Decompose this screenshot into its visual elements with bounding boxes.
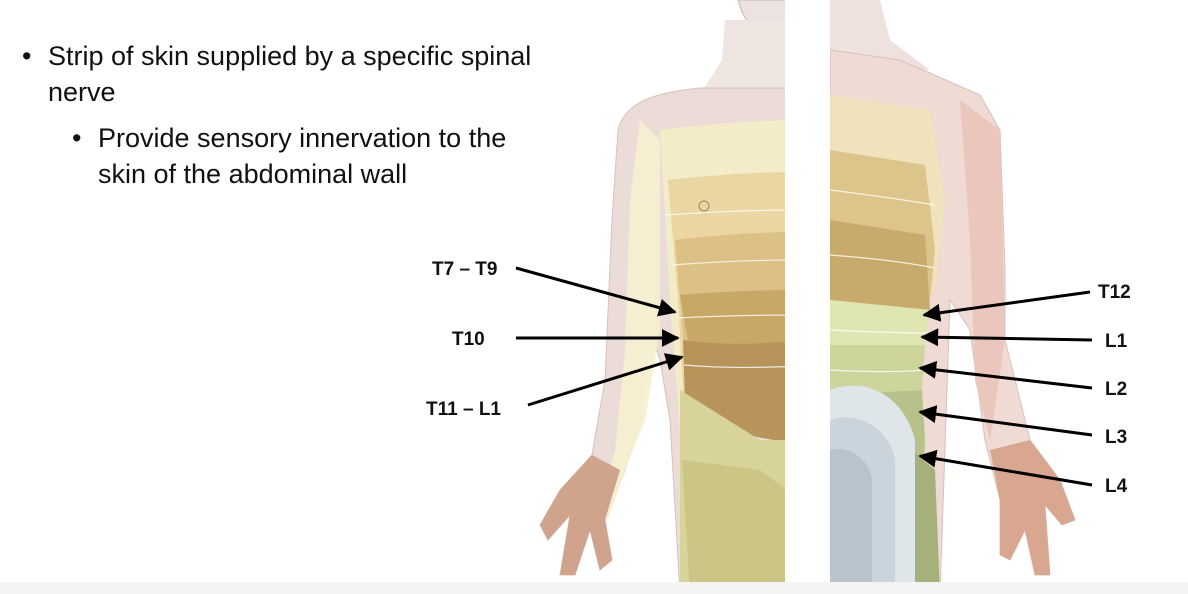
- dermatome-l2-band: [830, 345, 925, 395]
- bullet-text: Strip of skin supplied by a specific spi…: [48, 41, 532, 107]
- sub-bullet-item: • Provide sensory innervation to the ski…: [72, 120, 542, 192]
- leg-inner-band: [830, 449, 872, 594]
- label-l1: L1: [1105, 331, 1128, 352]
- arm-rear-band: [960, 100, 1005, 440]
- label-t7-t9: T7 – T9: [432, 259, 497, 280]
- arrow-t7-t9: [515, 266, 677, 317]
- bullet-list: • Strip of skin supplied by a specific s…: [22, 38, 542, 192]
- nipple-mark: [698, 200, 710, 212]
- bullet-dot-icon: •: [72, 123, 82, 153]
- arrow-l4: [918, 449, 1093, 487]
- label-l3: L3: [1105, 427, 1127, 448]
- dermatome-l1-band: [830, 300, 930, 345]
- bullet-dot-icon: •: [22, 41, 32, 71]
- arm-band: [598, 120, 660, 520]
- neck-rear-shape: [830, 0, 930, 70]
- label-t11-l1: T11 – L1: [426, 399, 501, 420]
- arrow-l2: [918, 360, 1093, 390]
- label-t10: T10: [452, 329, 485, 350]
- arrow-l3: [918, 405, 1093, 437]
- front-body-half: [539, 0, 785, 594]
- arrow-group-right: [918, 290, 1093, 487]
- neck-shape: [700, 20, 785, 95]
- arrow-l1: [920, 328, 1093, 347]
- sub-bullet-text: Provide sensory innervation to the skin …: [98, 123, 507, 189]
- arrow-t12: [922, 290, 1091, 322]
- dermatome-back-t12: [830, 220, 930, 310]
- bottom-fade: [0, 582, 1188, 594]
- label-t12: T12: [1098, 282, 1131, 303]
- bullet-item: • Strip of skin supplied by a specific s…: [22, 38, 542, 110]
- hand-shape: [540, 455, 620, 575]
- dermatome-thigh-band: [682, 460, 785, 594]
- arrow-group-left: [515, 266, 684, 407]
- center-divider: [785, 0, 830, 594]
- hand-rear-shape: [990, 440, 1075, 575]
- arrow-t11-l1: [527, 353, 684, 407]
- label-l4: L4: [1105, 476, 1128, 497]
- rear-body-half: [830, 0, 1076, 594]
- label-l2: L2: [1105, 379, 1127, 400]
